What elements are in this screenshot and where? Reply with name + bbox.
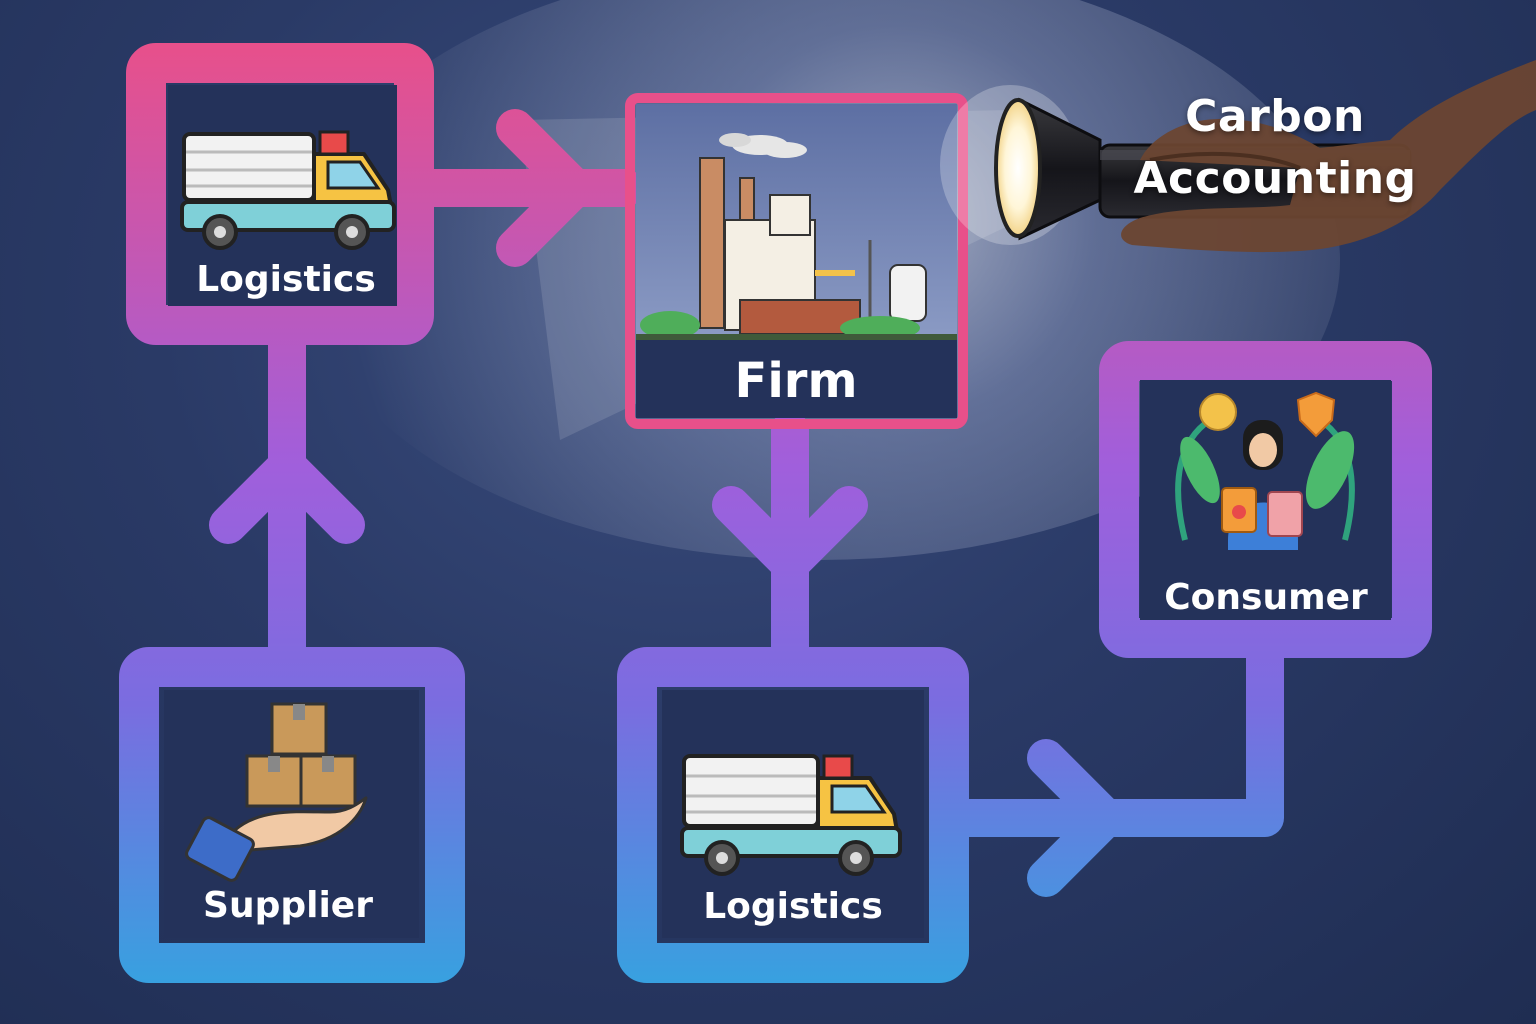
firm-label-band: [636, 340, 957, 418]
label-logistics-bottom: Logistics: [703, 886, 883, 927]
node-logistics-bottom: Logistics: [680, 754, 902, 927]
label-consumer: Consumer: [1164, 577, 1368, 618]
headline-line-1: Carbon: [1185, 91, 1365, 142]
frame-consumer: [1099, 341, 1432, 658]
arrowhead-up: [209, 447, 365, 544]
shopper-woman-icon: [1175, 391, 1355, 550]
arrowhead-right-top: [496, 109, 594, 267]
node-firm: Firm: [625, 93, 968, 429]
connector-logistics-to-consumer: [949, 637, 1284, 837]
flow-connectors: [209, 109, 1284, 897]
hand-holding-boxes-icon: [185, 702, 368, 882]
carbon-accounting-headline: Carbon Accounting: [1100, 86, 1450, 210]
factory-icon: [636, 133, 957, 340]
frame-logistics-bottom: [617, 647, 969, 983]
node-supplier: Supplier: [185, 702, 373, 926]
frame-logistics-top: [126, 43, 434, 345]
delivery-truck-icon: [680, 754, 902, 876]
arrowhead-right-bottom: [1027, 739, 1125, 897]
label-supplier: Supplier: [203, 885, 373, 926]
label-logistics-top: Logistics: [196, 259, 376, 300]
flashlight-lens: [994, 98, 1042, 238]
frame-supplier: [119, 647, 465, 983]
arrowhead-down: [712, 486, 868, 583]
node-consumer: Consumer: [1164, 391, 1368, 618]
frame-firm: [625, 93, 968, 429]
hand-icon: [1121, 0, 1536, 253]
delivery-truck-icon: [180, 130, 396, 250]
node-frames: [119, 43, 1432, 983]
label-firm: Firm: [735, 353, 858, 409]
node-logistics-top: Logistics: [180, 130, 396, 300]
headline-line-2: Accounting: [1133, 153, 1417, 204]
